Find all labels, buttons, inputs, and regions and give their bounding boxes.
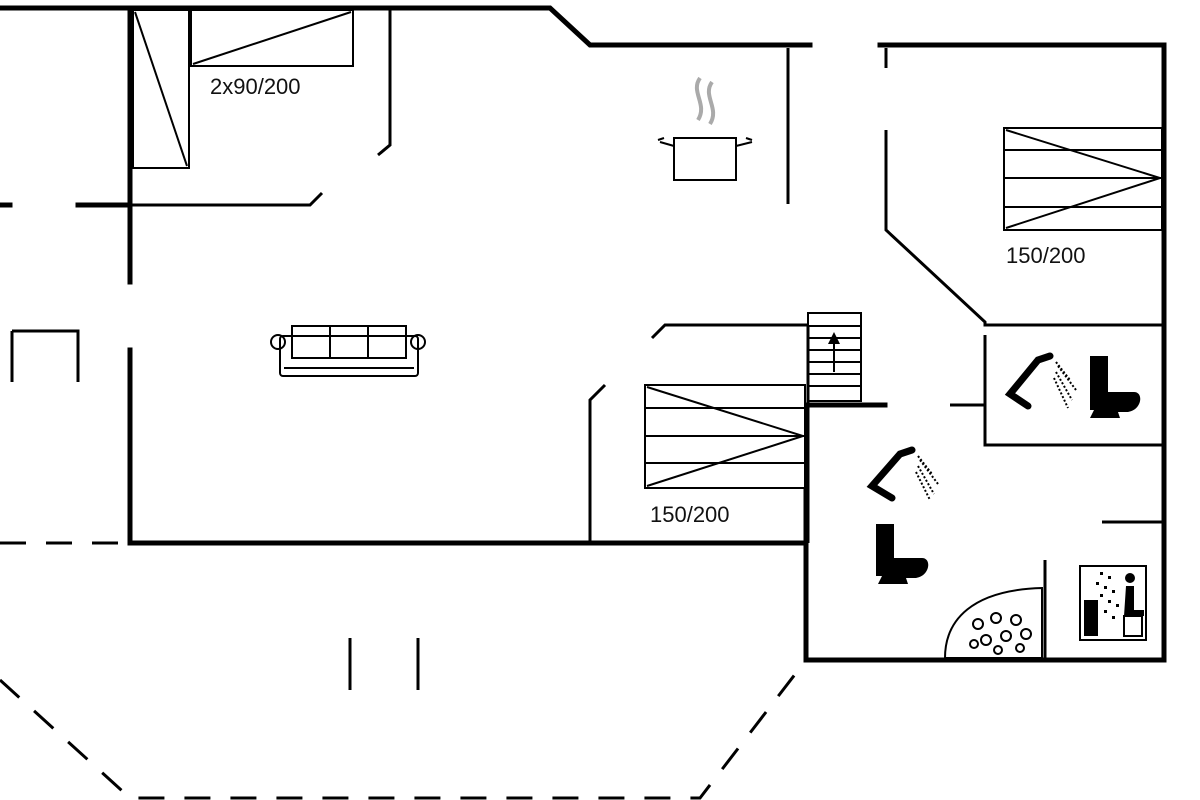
bed-middle-label: 150/200 xyxy=(650,502,730,527)
bed-top: 2x90/200 xyxy=(132,9,354,169)
bed-middle: 150/200 xyxy=(644,384,807,527)
walls xyxy=(0,5,1167,690)
bed-top-label: 2x90/200 xyxy=(210,74,301,99)
toilet-icon xyxy=(1090,356,1141,418)
kitchen-pot-icon xyxy=(657,76,753,181)
sauna-icon xyxy=(1079,565,1147,641)
stairs-up-icon xyxy=(807,312,862,402)
bed-right: 150/200 xyxy=(1003,127,1164,268)
toilet-icon xyxy=(876,524,929,584)
sofa-icon xyxy=(270,325,426,377)
terrace-outline xyxy=(0,541,808,800)
shower-icon xyxy=(1004,352,1077,410)
shower-icon xyxy=(866,446,939,502)
jacuzzi-icon xyxy=(943,586,1043,659)
bed-right-label: 150/200 xyxy=(1006,243,1086,268)
